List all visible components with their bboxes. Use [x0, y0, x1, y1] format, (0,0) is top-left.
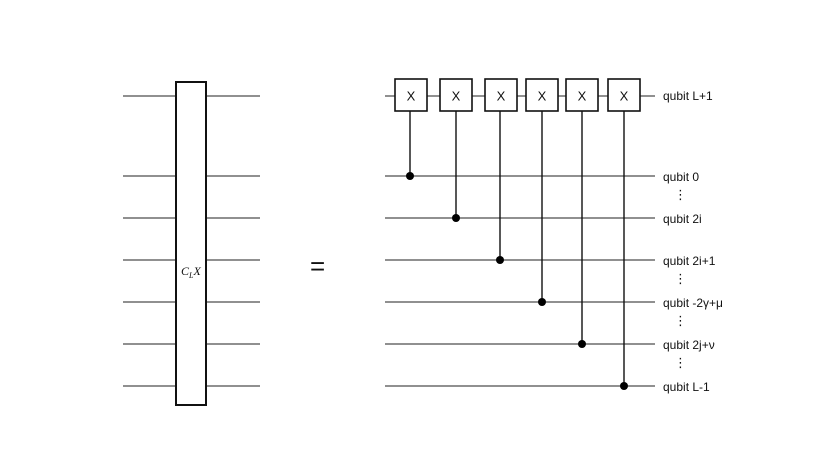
vertical-ellipsis-4: ⋮ — [674, 355, 687, 370]
left-circuit: CLX — [123, 81, 260, 406]
control-dot-1 — [406, 172, 414, 180]
x-gate-box-3 — [484, 78, 518, 112]
x-gate-box-4 — [525, 78, 559, 112]
qubit-label-4: qubit -2γ+μ — [663, 296, 723, 310]
qubit-label-6: qubit L-1 — [663, 380, 710, 394]
qubit-label-target: qubit L+1 — [663, 89, 713, 103]
x-gate-box-6 — [607, 78, 641, 112]
cnot-gate-2: X — [439, 78, 473, 222]
qubit-label-2: qubit 2i — [663, 212, 702, 226]
cnot-gate-6: X — [607, 78, 641, 390]
cnot-gate-1: X — [394, 78, 428, 180]
x-gate-label-1: X — [407, 89, 416, 104]
vertical-ellipsis-2: ⋮ — [674, 271, 687, 286]
cnot-gate-3: X — [484, 78, 518, 264]
x-gate-label-5: X — [578, 89, 587, 104]
control-dot-3 — [496, 256, 504, 264]
multi-controlled-gate-box — [175, 81, 207, 406]
x-gate-box-5 — [565, 78, 599, 112]
vertical-ellipsis-3: ⋮ — [674, 313, 687, 328]
x-gate-label-6: X — [620, 89, 629, 104]
x-gate-label-4: X — [538, 89, 547, 104]
qubit-label-1: qubit 0 — [663, 170, 699, 184]
x-gate-box-1 — [394, 78, 428, 112]
equals-sign: = — [310, 251, 325, 281]
x-gate-label-2: X — [452, 89, 461, 104]
x-gate-label-3: X — [497, 89, 506, 104]
control-dot-4 — [538, 298, 546, 306]
control-dot-2 — [452, 214, 460, 222]
vertical-ellipsis-1: ⋮ — [674, 187, 687, 202]
qubit-labels: qubit L+1 qubit 0 qubit 2i qubit 2i+1 qu… — [663, 89, 723, 394]
x-gate-box-2 — [439, 78, 473, 112]
multi-controlled-gate-label: CLX — [181, 264, 201, 280]
control-dot-6 — [620, 382, 628, 390]
qubit-label-5: qubit 2j+ν — [663, 338, 715, 352]
right-circuit: X X X X — [385, 78, 655, 390]
control-dot-5 — [578, 340, 586, 348]
qubit-label-3: qubit 2i+1 — [663, 254, 716, 268]
cnot-gate-5: X — [565, 78, 599, 348]
cnot-gate-4: X — [525, 78, 559, 306]
